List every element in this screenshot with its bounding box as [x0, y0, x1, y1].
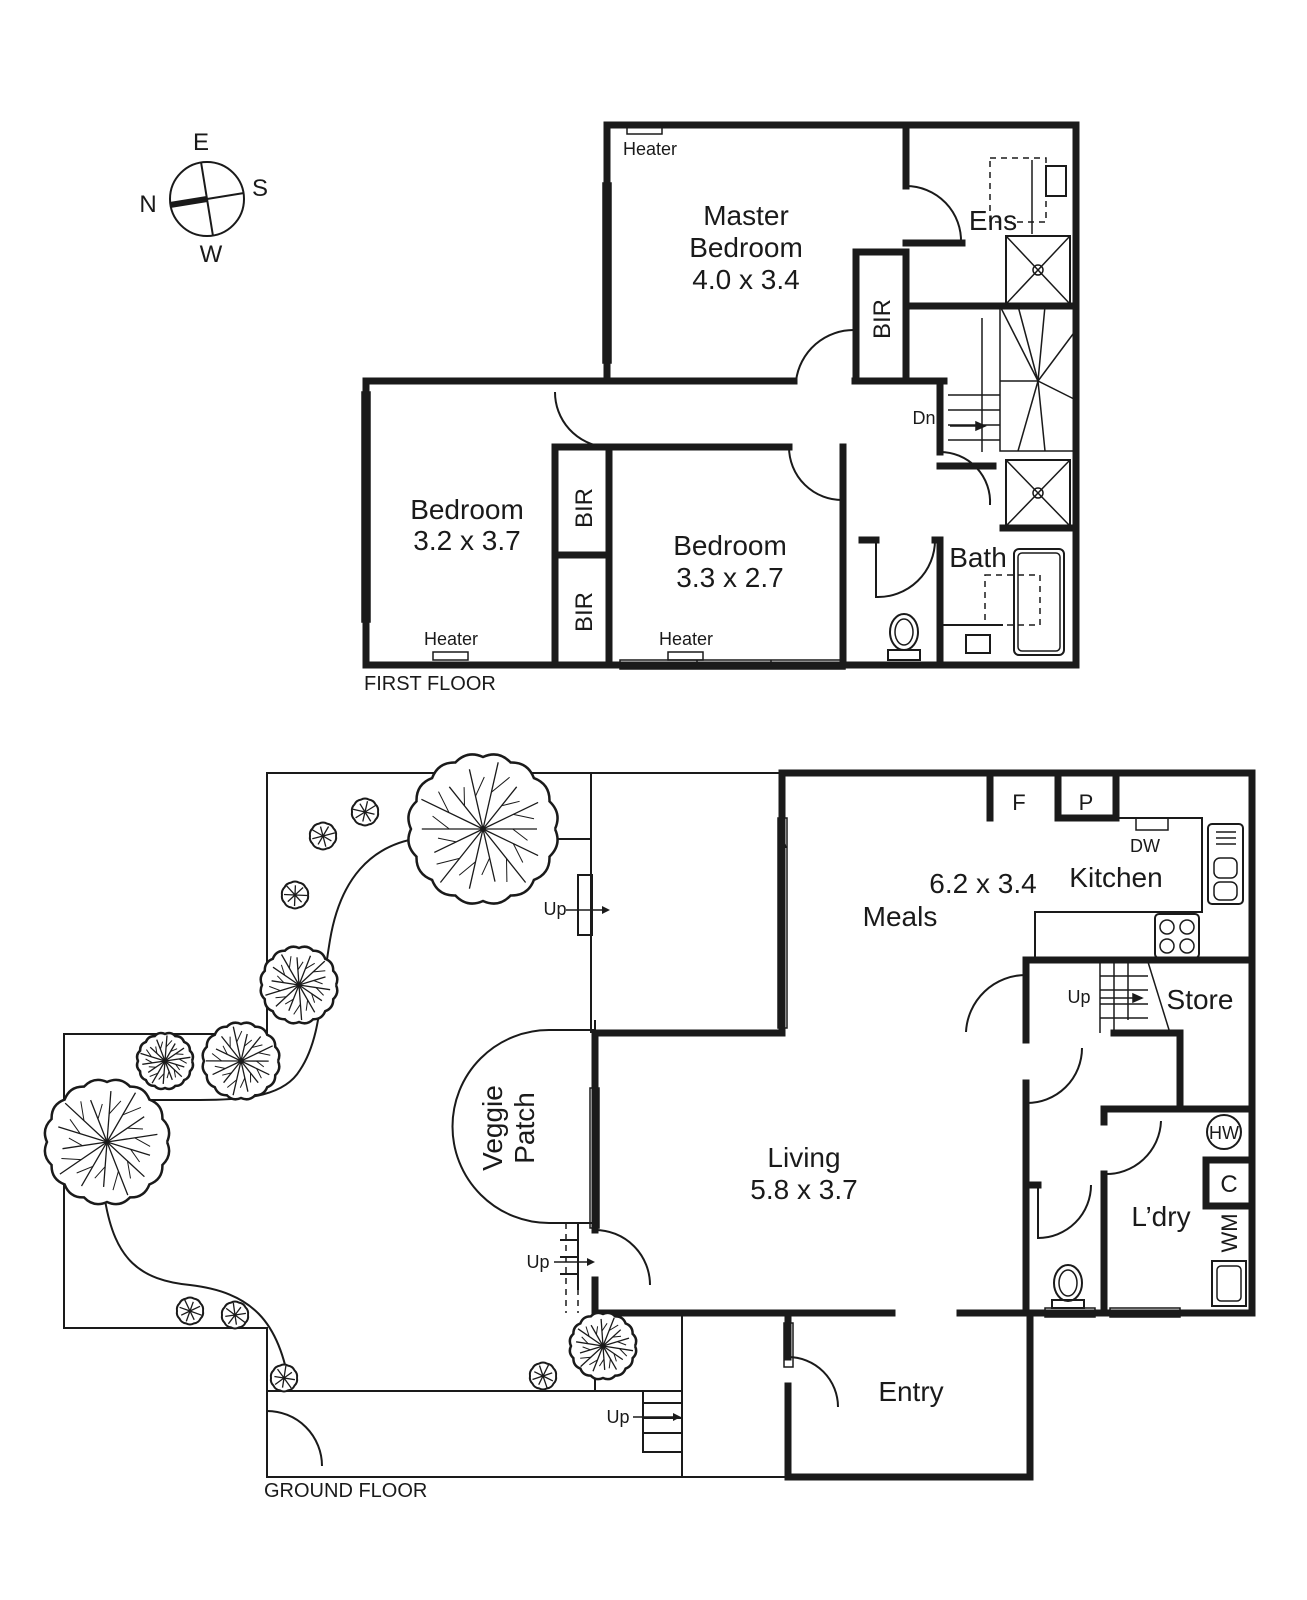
bath-label: Bath: [949, 542, 1007, 573]
up-arrows: [554, 906, 681, 1421]
bir-label-bed2-lower: BIR: [571, 592, 598, 632]
ground-floor-doors: [266, 973, 1162, 1467]
laundry-label: L’dry: [1131, 1201, 1190, 1232]
first-floor-windows: [361, 182, 846, 670]
shrub-icon: [269, 1363, 299, 1393]
washing-machine-label: WM: [1217, 1213, 1242, 1252]
fridge-label: F: [1012, 790, 1025, 815]
shrub-icon: [280, 880, 310, 910]
bedroom-3-dims: 3.3 x 2.7: [676, 562, 783, 593]
plants: [43, 753, 638, 1393]
veggie-patch-label-2: Patch: [509, 1092, 540, 1164]
kitchen-label: Kitchen: [1069, 862, 1162, 893]
compass: E S N W: [139, 129, 268, 268]
first-floor: Master Bedroom 4.0 x 3.4 Bedroom 3.2 x 3…: [361, 121, 1080, 695]
ground-floor-title: GROUND FLOOR: [264, 1480, 427, 1502]
store-up-label: Up: [1067, 987, 1090, 1007]
tree-icon: [43, 1078, 171, 1206]
heater-label-master: Heater: [623, 139, 677, 159]
shrub-icon: [175, 1296, 205, 1326]
pantry-label: P: [1079, 790, 1094, 815]
tree-icon: [135, 1031, 195, 1091]
shrub-icon: [220, 1300, 250, 1330]
tree-icon: [407, 753, 559, 905]
shrub-icon: [528, 1361, 558, 1391]
bir-label-bed2-upper: BIR: [571, 488, 598, 528]
compass-e-label: E: [193, 129, 209, 156]
tree-icon: [568, 1311, 638, 1381]
first-floor-fixtures: [432, 125, 1071, 661]
first-floor-stairs: [948, 305, 1077, 452]
bedroom-2-label: Bedroom: [410, 494, 524, 525]
master-bedroom-label-2: Bedroom: [689, 232, 803, 263]
entry-label: Entry: [878, 1376, 943, 1407]
hot-water-label: HW: [1209, 1123, 1239, 1143]
compass-s-label: S: [252, 175, 268, 202]
bedroom-2-dims: 3.2 x 3.7: [413, 525, 520, 556]
courtyard-up-label: Up: [543, 899, 566, 919]
heater-label-bed3: Heater: [659, 629, 713, 649]
veggie-patch-dashed-edges: [565, 1223, 579, 1313]
veggie-patch-label-1: Veggie: [477, 1085, 508, 1171]
tree-icon: [201, 1021, 281, 1101]
first-floor-interior-walls: [551, 121, 1080, 669]
veggie-up-label: Up: [526, 1252, 549, 1272]
tree-icon: [259, 945, 339, 1025]
meals-dims: 6.2 x 3.4: [929, 868, 1036, 899]
store-label: Store: [1167, 984, 1234, 1015]
living-dims: 5.8 x 3.7: [750, 1174, 857, 1205]
store-stairs: [1099, 961, 1171, 1034]
site-boundary: [63, 772, 788, 1478]
stairs-down-label: Dn: [912, 408, 935, 428]
shrub-icon: [350, 797, 380, 827]
bir-label-master: BIR: [869, 299, 896, 339]
master-bedroom-label-1: Master: [703, 200, 789, 231]
compass-n-label: N: [139, 191, 156, 218]
ground-floor: 6.2 x 3.4 Meals Kitchen F P DW Store Liv…: [43, 753, 1256, 1502]
cupboard-label: C: [1220, 1171, 1237, 1198]
compass-w-label: W: [200, 241, 223, 268]
living-label: Living: [767, 1142, 840, 1173]
ground-floor-windows: [589, 817, 1181, 1368]
meals-label: Meals: [863, 901, 938, 932]
dishwasher-label: DW: [1130, 836, 1160, 856]
bedroom-3-label: Bedroom: [673, 530, 787, 561]
master-bedroom-dims: 4.0 x 3.4: [692, 264, 799, 295]
first-floor-labels: Master Bedroom 4.0 x 3.4 Bedroom 3.2 x 3…: [364, 139, 1017, 695]
first-floor-title: FIRST FLOOR: [364, 673, 496, 695]
heater-label-bed2: Heater: [424, 629, 478, 649]
ground-floor-labels: 6.2 x 3.4 Meals Kitchen F P DW Store Liv…: [264, 790, 1242, 1502]
first-floor-doors: [553, 185, 992, 599]
front-up-label: Up: [606, 1407, 629, 1427]
ensuite-label: Ens: [969, 205, 1017, 236]
laundry-fixtures: [1051, 1114, 1247, 1309]
shrub-icon: [308, 821, 338, 851]
compass-ring: [169, 161, 245, 237]
compass-north-needle: [169, 196, 208, 208]
kitchen-fixtures: [1034, 817, 1244, 960]
